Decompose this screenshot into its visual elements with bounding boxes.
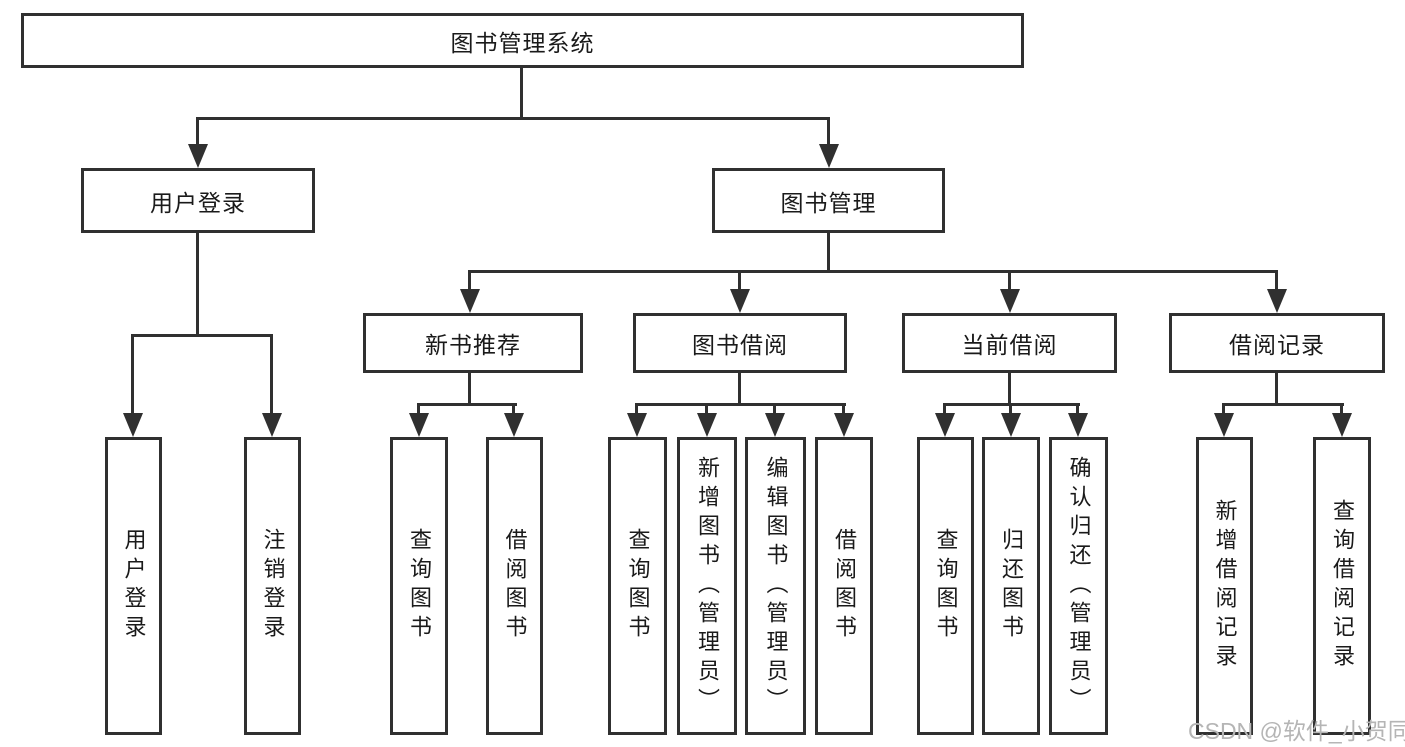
leaf-label: 新增图书（管理员） (695, 455, 720, 717)
connector-stem (270, 334, 273, 413)
node-label: 图书管理系统 (450, 29, 595, 56)
connector-stem (131, 334, 134, 413)
arrowhead-down-icon (460, 289, 480, 313)
csdn-watermark: CSDN @软件_小贺同学 (1188, 718, 1405, 744)
arrowhead-down-icon (627, 413, 647, 437)
arrowhead-down-icon (1214, 413, 1234, 437)
connector-borrow-records-stub (1275, 373, 1278, 406)
leaf-label: 注销登录 (260, 528, 286, 644)
leaf-query-books-borrowing: 查询图书 (608, 437, 667, 735)
leaf-user-login: 用户登录 (105, 437, 162, 735)
arrowhead-down-icon (765, 413, 785, 437)
arrowhead-down-icon (1332, 413, 1352, 437)
leaf-label: 查询借阅记录 (1330, 499, 1355, 673)
node-label: 当前借阅 (961, 332, 1058, 358)
connector-stem (417, 403, 420, 415)
node-label: 图书借阅 (692, 332, 788, 358)
leaf-add-books-admin: 新增图书（管理员） (677, 437, 737, 735)
arrowhead-down-icon (262, 413, 282, 437)
leaf-confirm-return-admin: 确认归还（管理员） (1049, 437, 1108, 735)
arrowhead-down-icon (819, 144, 839, 168)
leaf-label: 借阅图书 (832, 528, 857, 644)
connector-borrow-records-rail (1222, 403, 1344, 406)
connector-book-mgmt-rail (468, 270, 1278, 273)
connector-stem (635, 403, 638, 415)
leaf-borrow-books-recommend: 借阅图书 (486, 437, 543, 735)
arrowhead-down-icon (834, 413, 854, 437)
leaf-logout: 注销登录 (244, 437, 301, 735)
connector-stem (1222, 403, 1225, 415)
arrowhead-down-icon (504, 413, 524, 437)
connector-stem (773, 403, 776, 415)
connector-stem (196, 117, 199, 144)
node-borrowing-records: 借阅记录 (1169, 313, 1385, 373)
arrowhead-down-icon (1001, 413, 1021, 437)
leaf-query-books-current: 查询图书 (917, 437, 974, 735)
node-current-borrowing: 当前借阅 (902, 313, 1117, 373)
node-label: 借阅记录 (1229, 332, 1325, 358)
node-book-borrowing: 图书借阅 (633, 313, 847, 373)
node-new-book-recommend: 新书推荐 (363, 313, 583, 373)
node-user-login: 用户登录 (81, 168, 315, 233)
connector-user-login-stub (196, 233, 199, 337)
connector-stem (943, 403, 946, 415)
connector-stem (738, 270, 741, 289)
leaf-query-borrow-record: 查询借阅记录 (1313, 437, 1371, 735)
node-label: 图书管理 (780, 189, 877, 216)
connector-book-borrow-rail (635, 403, 846, 406)
connector-current-borrow-stub (1008, 373, 1011, 406)
connector-root-rail (196, 117, 830, 120)
arrowhead-down-icon (409, 413, 429, 437)
connector-book-borrow-stub (738, 373, 741, 406)
arrowhead-down-icon (1068, 413, 1088, 437)
connector-stem (1009, 403, 1012, 415)
leaf-borrow-books: 借阅图书 (815, 437, 873, 735)
leaf-query-books-recommend: 查询图书 (390, 437, 448, 735)
connector-user-login-rail (131, 334, 273, 337)
arrowhead-down-icon (1267, 289, 1287, 313)
arrowhead-down-icon (697, 413, 717, 437)
connector-stem (1076, 403, 1079, 415)
connector-stem (842, 403, 845, 415)
connector-stem (468, 270, 471, 289)
connector-new-book-rail (417, 403, 517, 406)
arrowhead-down-icon (935, 413, 955, 437)
node-label: 用户登录 (150, 189, 246, 216)
connector-stem (827, 117, 830, 144)
connector-stem (705, 403, 708, 415)
connector-stem (1008, 270, 1011, 289)
connector-stem (1275, 270, 1278, 289)
connector-stem (1340, 403, 1343, 415)
node-label: 新书推荐 (425, 332, 521, 358)
leaf-label: 新增借阅记录 (1212, 499, 1238, 673)
leaf-label: 编辑图书（管理员） (763, 455, 789, 717)
arrowhead-down-icon (730, 289, 750, 313)
arrowhead-down-icon (188, 144, 208, 168)
leaf-label: 确认归还（管理员） (1066, 455, 1092, 717)
node-library-management-system: 图书管理系统 (21, 13, 1024, 68)
leaf-add-borrow-record: 新增借阅记录 (1196, 437, 1253, 735)
arrowhead-down-icon (1000, 289, 1020, 313)
arrowhead-down-icon (123, 413, 143, 437)
connector-root-stub (520, 68, 523, 120)
connector-book-mgmt-stub (827, 233, 830, 273)
node-book-management: 图书管理 (712, 168, 945, 233)
leaf-label: 查询图书 (625, 528, 651, 644)
leaf-label: 归还图书 (999, 528, 1024, 644)
leaf-label: 查询图书 (407, 528, 432, 644)
leaf-label: 查询图书 (933, 528, 959, 644)
connector-new-book-stub (468, 373, 471, 406)
leaf-return-books: 归还图书 (982, 437, 1040, 735)
leaf-label: 用户登录 (121, 528, 147, 644)
leaf-label: 借阅图书 (502, 528, 528, 644)
leaf-edit-books-admin: 编辑图书（管理员） (745, 437, 806, 735)
connector-stem (512, 403, 515, 415)
